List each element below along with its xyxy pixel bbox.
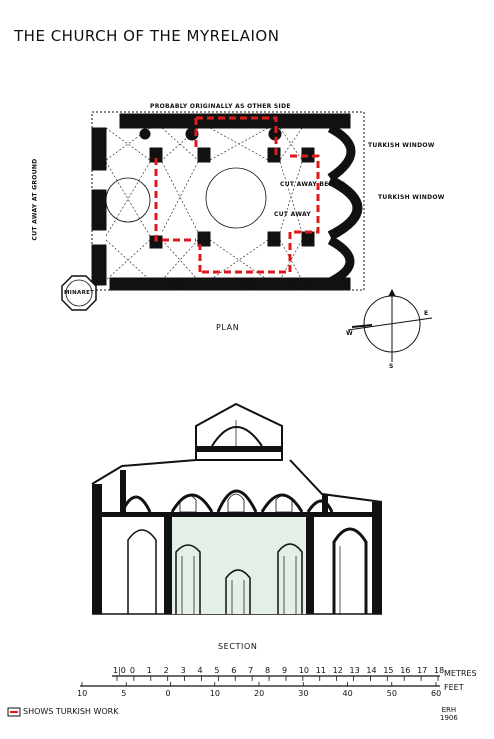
signature-initials: ERH — [441, 706, 457, 714]
metres-tick-label: 1 — [146, 666, 152, 675]
compass-south: S — [389, 363, 394, 370]
legend-swatch — [7, 707, 21, 717]
compass-west: W — [346, 330, 353, 337]
metres-tick-label: 10 — [298, 666, 310, 675]
compass — [347, 288, 433, 362]
section-drawing — [91, 402, 383, 615]
feet-tick-label: 40 — [342, 689, 353, 698]
feet-tick-label: 10 — [77, 689, 88, 698]
metres-tick-label: 8 — [265, 666, 271, 675]
feet-tick-label: 5 — [121, 689, 127, 698]
compass-east: E — [424, 310, 429, 317]
metres-tick-label: 6 — [231, 666, 237, 675]
metres-label: METRES — [444, 669, 477, 678]
note-probably-original: PROBABLY ORIGINALLY AS OTHER SIDE — [150, 103, 291, 110]
metres-tick-label: 11 — [315, 666, 326, 675]
drawing-title: THE CHURCH OF THE MYRELAION — [14, 27, 280, 45]
metres-tick-label: 12 — [332, 666, 343, 675]
turkish-work-lines — [154, 116, 320, 274]
feet-tick-label: 10 — [209, 689, 220, 698]
feet-tick-label: 20 — [254, 689, 265, 698]
feet-label: FEET — [444, 683, 464, 692]
metres-tick-label: 7 — [248, 666, 254, 675]
metres-tick-label: 18 — [434, 666, 445, 675]
note-cut-away: CUT AWAY — [274, 211, 311, 218]
metres-tick-label: 16 — [400, 666, 411, 675]
feet-tick-label: 50 — [386, 689, 397, 698]
minaret-label: MINARET — [64, 290, 95, 296]
metres-tick-label: 4 — [197, 666, 203, 675]
feet-tick-label: 30 — [298, 689, 309, 698]
metres-tick-label: 15 — [383, 666, 394, 675]
note-turkish-window-1: TURKISH WINDOW — [368, 142, 435, 149]
metres-tick-label: 9 — [281, 666, 288, 675]
metres-tick-label: 3 — [180, 666, 186, 675]
scale-bars — [80, 675, 440, 687]
metres-tick-label: 5 — [214, 666, 220, 675]
metres-tick-label: 13 — [349, 666, 360, 675]
section-caption: SECTION — [218, 642, 258, 651]
metres-tick-label: 0 — [129, 666, 135, 675]
feet-tick-label: 0 — [165, 689, 171, 698]
metres-tick-label: 14 — [366, 666, 377, 675]
plan-drawing — [61, 111, 365, 311]
legend-text: SHOWS TURKISH WORK — [23, 707, 119, 716]
feet-tick-label: 60 — [431, 689, 442, 698]
metres-tick-label: 17 — [417, 666, 428, 675]
signature-year: 1906 — [440, 714, 458, 722]
note-cut-away-below: CUT AWAY BELOW — [280, 181, 345, 188]
plan-caption: PLAN — [216, 323, 240, 332]
metres-tick-label: 1|0 — [113, 666, 126, 675]
metres-tick-label: 2 — [163, 666, 169, 675]
artist-signature: ERH 1906 — [440, 706, 458, 722]
note-cut-away-ground: CUT AWAY AT GROUND — [31, 158, 39, 241]
note-turkish-window-2: TURKISH WINDOW — [378, 194, 445, 201]
